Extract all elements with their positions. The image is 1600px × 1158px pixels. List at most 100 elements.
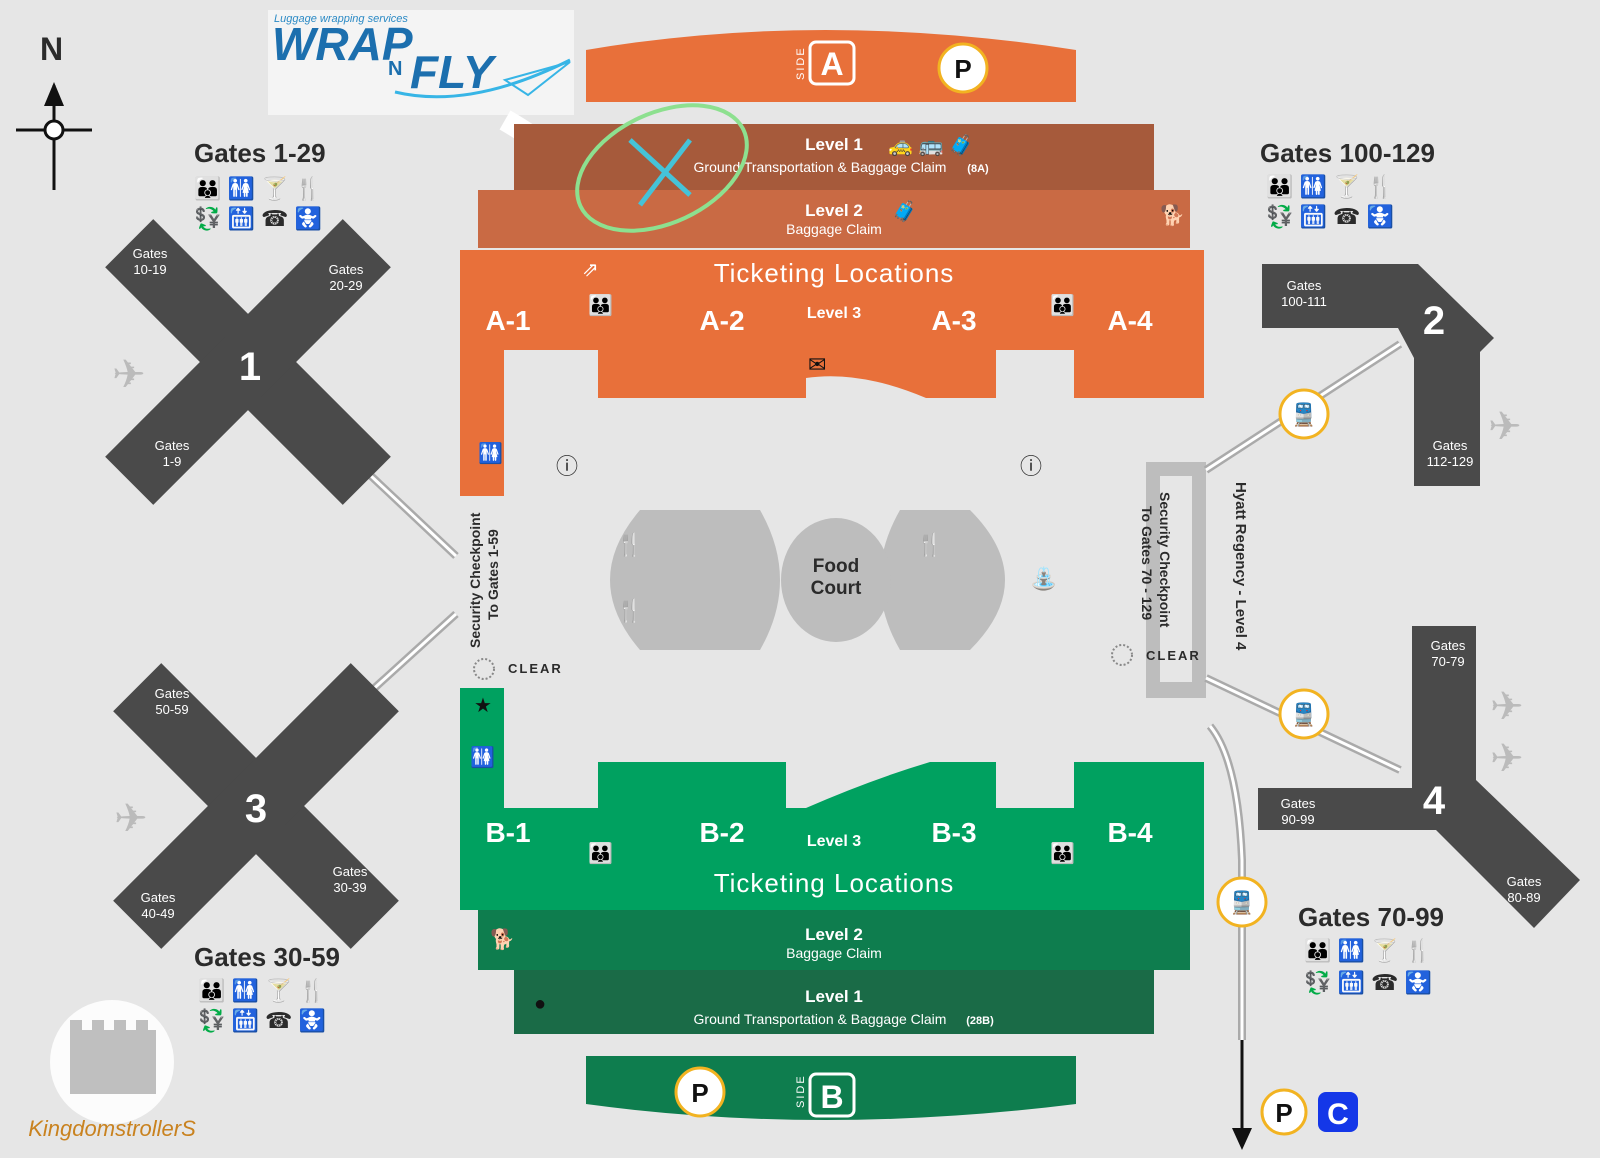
plane-icon: ✈ xyxy=(114,797,148,841)
south-arrow-icon xyxy=(1232,1128,1252,1150)
side-a-parking: SIDE A P xyxy=(586,30,1076,102)
service-dog-icon: 🐕 xyxy=(490,927,515,951)
north-level2-title: Level 2 xyxy=(805,201,863,220)
dining-icon: 🍴 xyxy=(616,532,643,558)
info-icon: ⓘ xyxy=(556,454,578,479)
kingdomstrollers-watermark: KingdomstrollerS xyxy=(28,1000,196,1141)
airside-2-title: Gates 100-129 xyxy=(1260,138,1435,168)
side-a-letter: A xyxy=(820,46,843,82)
clear-icon xyxy=(473,658,495,680)
north-level2-sub: Baggage Claim xyxy=(786,221,882,237)
tram-icon: 🚆 xyxy=(1228,890,1255,915)
south-level2-title: Level 2 xyxy=(805,925,863,944)
counter-b4: B-4 xyxy=(1107,817,1153,848)
plane-icon xyxy=(502,61,571,97)
gate-label: 90-99 xyxy=(1281,812,1314,827)
amenity-icons: 👪 🚻 🍸 🍴 xyxy=(194,175,322,202)
restroom-icon: 🚻 xyxy=(478,441,503,465)
family-restroom-icon: 👪 xyxy=(1050,293,1075,317)
side-b-side-label: SIDE xyxy=(795,1074,807,1108)
tram-icon: 🚆 xyxy=(1290,702,1317,727)
wrapnfly-logo: Luggage wrapping services WRAP N FLY xyxy=(268,10,574,115)
airside-3-number: 3 xyxy=(245,787,267,831)
airside-3-title: Gates 30-59 xyxy=(194,942,340,972)
south-level3-label: Level 3 xyxy=(807,833,861,850)
airside-4-title: Gates 70-99 xyxy=(1298,902,1444,932)
south-level-3: Ticketing Locations Level 3 B-1 B-2 B-3 … xyxy=(460,688,1204,910)
logo-tagline: Luggage wrapping services xyxy=(274,13,408,25)
location-x-mark xyxy=(628,138,692,197)
amenity-icons: 👪 🚻 🍸 🍴 xyxy=(198,977,326,1004)
amenity-icons: 💱 🛗 ☎ 🚼 xyxy=(1266,204,1394,230)
north-level3-label: Level 3 xyxy=(807,305,861,322)
plane-icon: ✈ xyxy=(1490,737,1524,781)
north-arrow-icon xyxy=(44,82,64,106)
escalator-icon: ⇗ xyxy=(582,259,599,281)
gate-label: 20-29 xyxy=(329,278,362,293)
counter-a1: A-1 xyxy=(485,305,530,336)
airside-1-number: 1 xyxy=(239,345,261,389)
plane-icon: ✈ xyxy=(1490,685,1524,729)
clear-west-label: CLEAR xyxy=(508,661,563,676)
taxi-icon: 🚕 🚌 🧳 xyxy=(888,133,974,157)
logo-fly: FLY xyxy=(410,46,498,98)
logo-n: N xyxy=(388,58,402,80)
info-icon: ⓘ xyxy=(1020,454,1042,479)
north-level1-title: Level 1 xyxy=(805,135,863,154)
gate-label: 70-79 xyxy=(1431,654,1464,669)
gate-label: Gates xyxy=(1281,796,1316,811)
gate-label: Gates xyxy=(133,246,168,261)
plane-icon: ✈ xyxy=(112,353,146,397)
airside-3: 3 Gates 50-59 Gates 30-39 Gates 40-49 Ga… xyxy=(113,663,399,1034)
mickey-icon: ● xyxy=(534,993,546,1015)
watermark-text: KingdomstrollerS xyxy=(28,1116,196,1141)
gate-label: Gates xyxy=(1431,638,1466,653)
airside-2: 2 Gates 100-111 Gates 112-129 Gates 100-… xyxy=(1260,138,1522,486)
highlight-circle xyxy=(575,103,749,233)
counter-a2: A-2 xyxy=(699,305,744,336)
gate-label: 80-89 xyxy=(1507,890,1540,905)
gate-label: 10-19 xyxy=(133,262,166,277)
tram-station-4: 🚆 xyxy=(1278,688,1330,740)
amenity-icons: 👪 🚻 🍸 🍴 xyxy=(1304,937,1432,964)
security-west-line1: Security Checkpoint xyxy=(467,512,483,648)
tram-icon: 🚆 xyxy=(1290,402,1317,427)
side-b-parking: P SIDE B xyxy=(586,1056,1076,1120)
counter-b1: B-1 xyxy=(485,817,530,848)
gate-label: 1-9 xyxy=(163,454,182,469)
plane-icon: ✈ xyxy=(1488,405,1522,449)
service-dog-icon: 🐕 xyxy=(1160,203,1185,227)
security-east: Security Checkpoint To Gates 70 - 129 Hy… xyxy=(1139,462,1249,698)
north-level-2: Level 2 Baggage Claim 🧳 🐕 xyxy=(478,190,1190,248)
counter-b3: B-3 xyxy=(931,817,976,848)
gate-label: 112-129 xyxy=(1427,454,1474,469)
family-restroom-icon: 👪 xyxy=(588,293,613,317)
star-icon: ★ xyxy=(474,695,492,717)
side-b-parking-icon: P xyxy=(691,1078,708,1108)
gate-label: 100-111 xyxy=(1281,294,1327,309)
south-level-2: Level 2 Baggage Claim 🐕 xyxy=(478,910,1190,970)
amenity-icons: 💱 🛗 ☎ 🚼 xyxy=(1304,970,1432,996)
parking-c: P C xyxy=(1260,1088,1358,1136)
airside-2-number: 2 xyxy=(1423,299,1445,343)
gate-label: Gates xyxy=(141,890,176,905)
south-level2-sub: Baggage Claim xyxy=(786,945,882,961)
castle-icon xyxy=(70,1030,156,1094)
food-court-line2: Court xyxy=(811,578,862,599)
airside-1-title: Gates 1-29 xyxy=(194,138,326,168)
north-level-1: Level 1 Ground Transportation & Baggage … xyxy=(514,124,1154,190)
amenity-icons: 👪 🚻 🍸 🍴 xyxy=(1266,173,1394,200)
logo-wrap: WRAP xyxy=(272,18,413,70)
plane-swoosh-icon xyxy=(394,58,571,99)
baggage-icon: 🧳 xyxy=(892,199,917,223)
counter-a4: A-4 xyxy=(1107,305,1153,336)
restroom-icon: 🚻 xyxy=(470,745,495,769)
security-west-line2: To Gates 1-59 xyxy=(485,529,501,620)
gate-label: Gates xyxy=(329,262,364,277)
north-ticketing-title: Ticketing Locations xyxy=(714,258,955,288)
side-a-parking-icon: P xyxy=(954,54,971,84)
lot-c-icon: C xyxy=(1327,1098,1349,1131)
gate-label: Gates xyxy=(1507,874,1542,889)
gate-label: 40-49 xyxy=(141,906,174,921)
